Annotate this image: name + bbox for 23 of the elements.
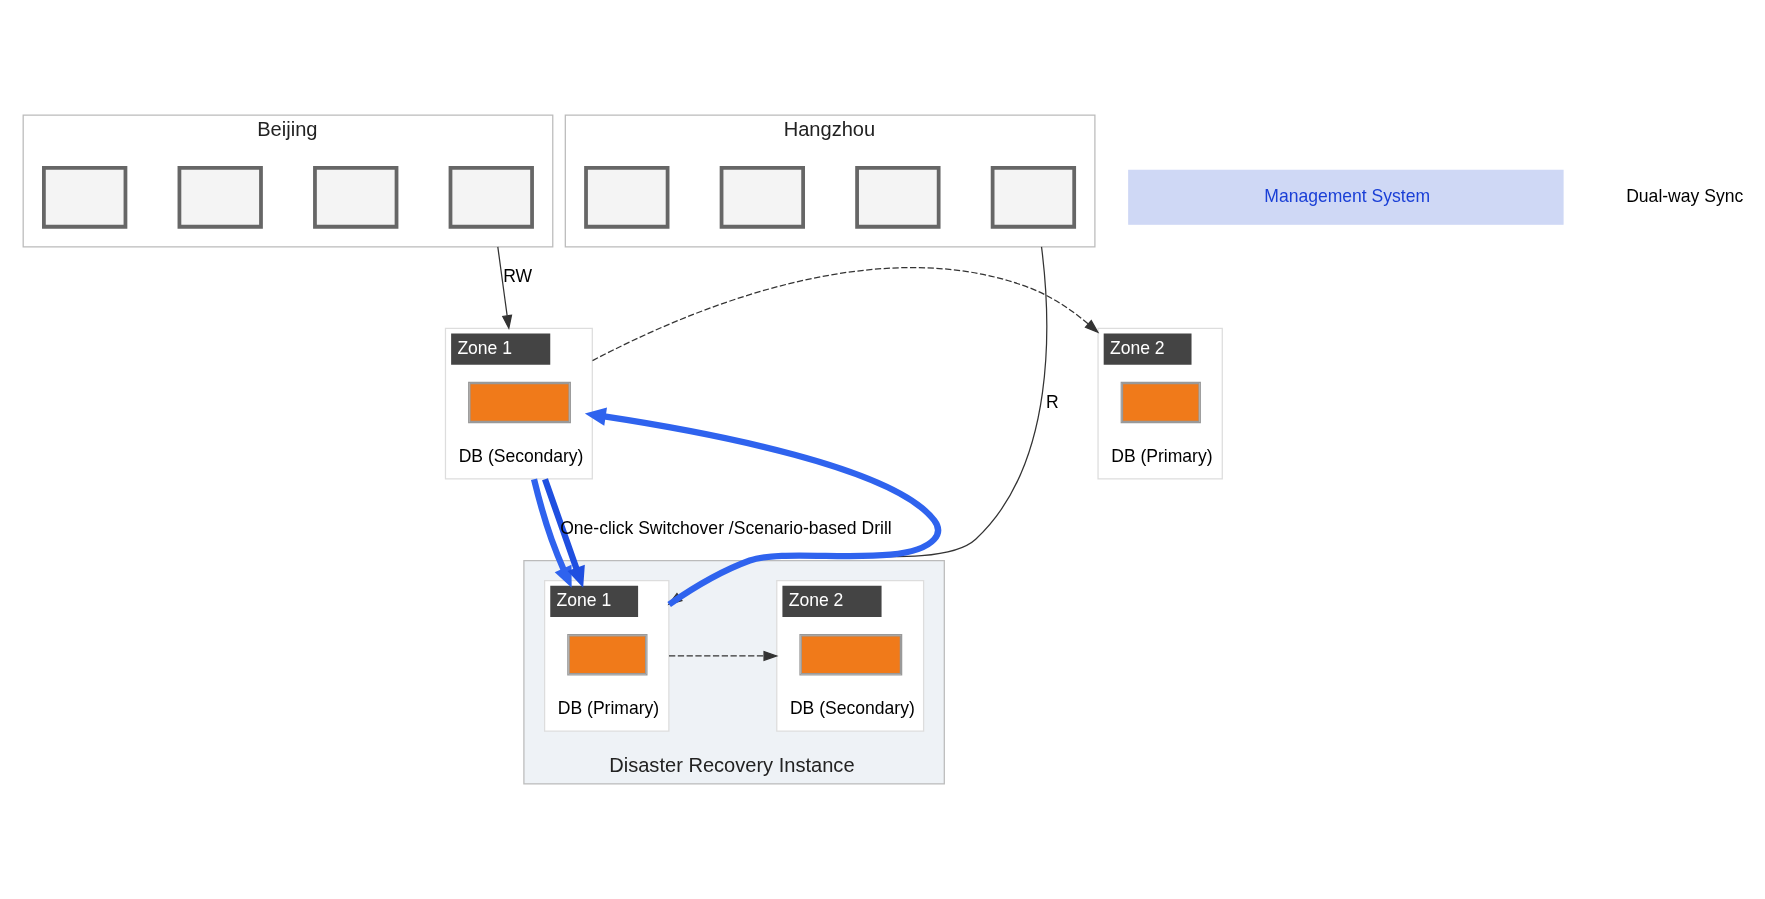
- node-box: Management System: [1128, 169, 1564, 225]
- label: Dual-way Sync: [1626, 185, 1744, 206]
- node-box: Zone 1 DB (Primary): [544, 580, 670, 732]
- node-box: [42, 165, 128, 229]
- node-box: [855, 165, 941, 229]
- node-box: [719, 165, 805, 229]
- arrow: [542, 478, 585, 588]
- arrow: [497, 246, 513, 331]
- node-box: [990, 165, 1077, 229]
- arrow: [591, 266, 1100, 362]
- node-box: [584, 165, 670, 229]
- node-box: Zone 2 DB (Secondary): [776, 580, 925, 732]
- edge-label: RW: [503, 266, 533, 287]
- node-box: [448, 165, 534, 229]
- node-box: Zone 1 DB (Secondary): [444, 327, 593, 480]
- cluster: Hangzhou: [564, 114, 1096, 248]
- edge-label: R: [1045, 392, 1059, 413]
- cluster: Beijing: [22, 114, 554, 248]
- arrow: [531, 478, 572, 588]
- node-box: Zone 2 DB (Primary): [1097, 327, 1223, 480]
- node-box: [313, 165, 399, 229]
- node-box: [177, 165, 263, 229]
- arrow: [668, 650, 779, 662]
